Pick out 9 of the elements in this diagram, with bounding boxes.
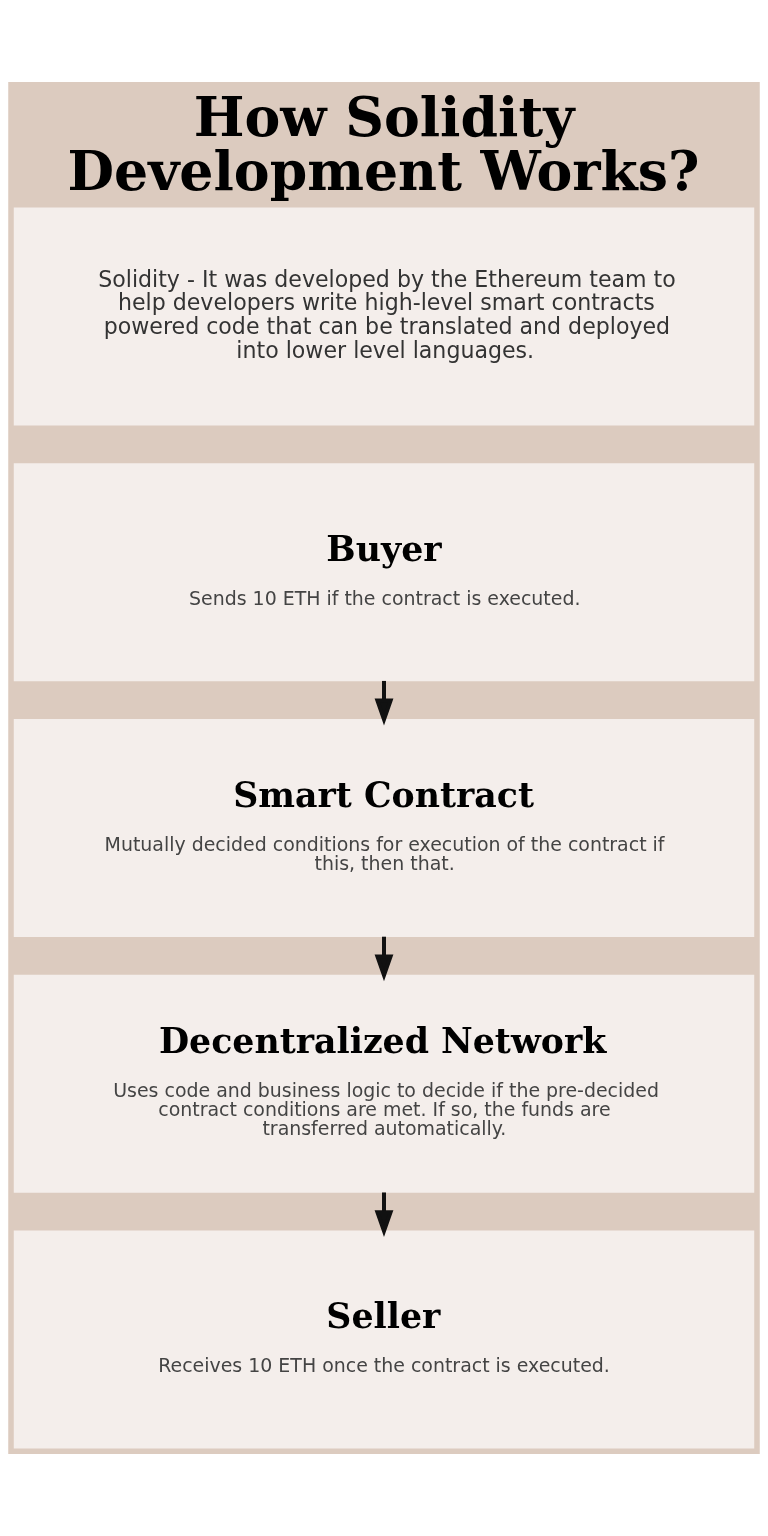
diagram-title: How Solidity Development Works? — [67, 86, 700, 203]
arrow — [374, 936, 394, 982]
node-box: Solidity - It was developed by the Ethereum team to help developers write high-level smart contracts powered code that can be translated and deployed into lower level languages. — [13, 207, 755, 426]
arrow — [374, 680, 394, 726]
node-box: Smart Contract Mutually decided conditions for execution of the contract if this, then that. — [13, 719, 755, 937]
node-box: Seller Receives 10 ETH once the contract is executed. — [13, 1230, 755, 1449]
node-box: Buyer Sends 10 ETH if the contract is executed. — [13, 463, 755, 682]
arrow — [374, 1192, 394, 1238]
node-box: Decentralized Network Uses code and business logic to decide if the pre-decided contract conditions are met. If so, the funds are transferred automatically. — [13, 974, 755, 1193]
